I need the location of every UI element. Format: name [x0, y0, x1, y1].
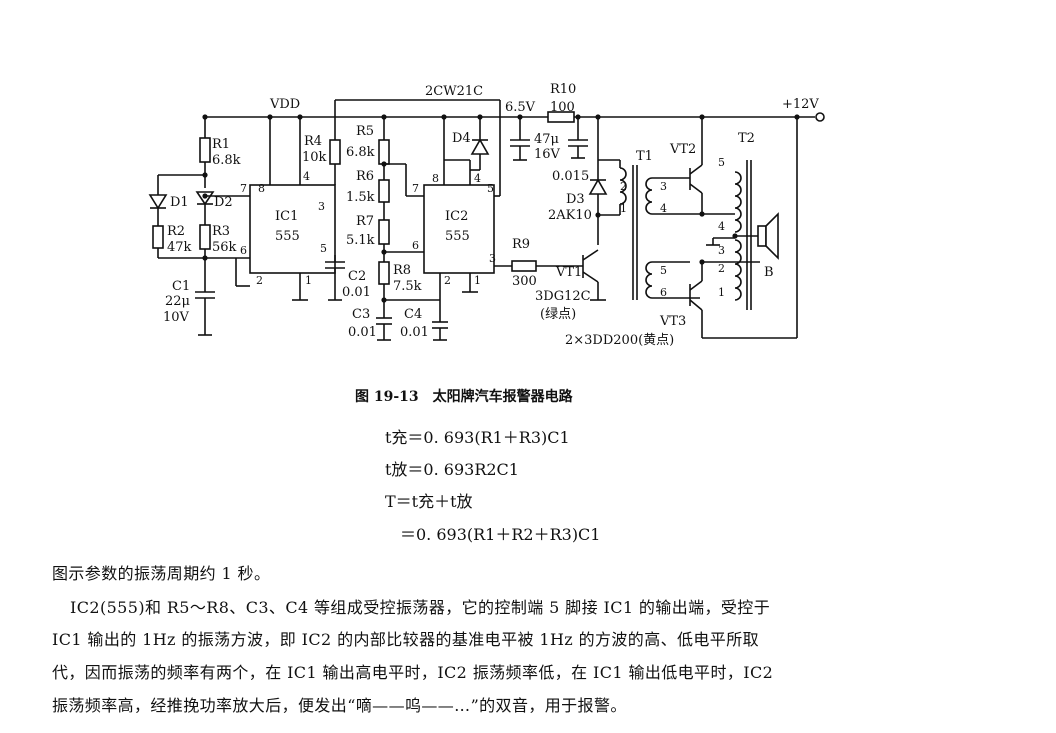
supply-label: +12V — [782, 97, 819, 112]
r1-value: 6.8k — [212, 153, 241, 168]
paragraph-line: 图示参数的振荡周期约 1 秒。 — [52, 564, 271, 583]
ic1-pin-5: 5 — [320, 242, 327, 255]
ic2-pin-7: 7 — [412, 182, 419, 195]
t2-label: T2 — [738, 131, 755, 146]
t1-pin-5: 5 — [660, 264, 667, 277]
t2-pin-1: 1 — [718, 286, 725, 299]
formula-period: T＝t充＋t放 — [385, 492, 473, 511]
c2-value: 0.01 — [342, 285, 371, 300]
t1-pin-4: 4 — [660, 202, 667, 215]
r10-value: 100 — [550, 100, 575, 115]
ic2-pin-5: 5 — [487, 182, 494, 195]
ic2-name: IC2 — [445, 209, 468, 224]
r10-name: R10 — [550, 82, 576, 97]
v65-label: 6.5V — [505, 100, 536, 115]
formula-discharge: t放＝0. 693R2C1 — [385, 460, 519, 479]
r6-value: 1.5k — [346, 190, 375, 205]
r8-value: 7.5k — [393, 279, 422, 294]
r2-name: R2 — [167, 224, 185, 239]
r4-value: 10k — [302, 150, 327, 165]
r6-name: R6 — [356, 169, 374, 184]
t2-pin-2: 2 — [718, 262, 725, 275]
ic2-pin-6: 6 — [412, 239, 419, 252]
vt2-label: VT2 — [669, 142, 696, 157]
speaker-label: B — [764, 265, 774, 280]
formula-charge: t充＝0. 693(R1＋R3)C1 — [385, 428, 570, 447]
vt1-name: VT1 — [555, 265, 582, 280]
d3-name: D3 — [566, 192, 585, 207]
c2-name: C2 — [348, 269, 366, 284]
c4-value: 0.01 — [400, 325, 429, 340]
ic2-pin-8: 8 — [432, 172, 439, 185]
c3-value: 0.01 — [348, 325, 377, 340]
paragraph-line: IC1 输出的 1Hz 的振荡方波，即 IC2 的内部比较器的基准电平被 1Hz… — [52, 630, 760, 649]
ic2-pin-1: 1 — [474, 274, 481, 287]
ic1-name: IC1 — [275, 209, 298, 224]
t1-pin-3: 3 — [660, 180, 667, 193]
t1-label: T1 — [636, 149, 653, 164]
r1-name: R1 — [212, 137, 230, 152]
r4-name: R4 — [304, 134, 322, 149]
ic1-pin-8: 8 — [258, 182, 265, 195]
r3-name: R3 — [212, 224, 230, 239]
vt3-label: VT3 — [659, 314, 686, 329]
zener-label: 2CW21C — [425, 84, 483, 99]
t1-pin-1: 1 — [620, 202, 627, 215]
ic2-pin-2: 2 — [444, 274, 451, 287]
ic1-type: 555 — [275, 229, 300, 244]
t2-pin-4: 4 — [718, 220, 725, 233]
r3-value: 56k — [212, 240, 237, 255]
r8-name: R8 — [393, 263, 411, 278]
ic1-pin-2: 2 — [256, 274, 263, 287]
ic1-pin-7: 7 — [240, 182, 247, 195]
r9-name: R9 — [512, 237, 530, 252]
c1-value: 22μ — [165, 294, 190, 309]
c1-name: C1 — [172, 279, 190, 294]
ic1-pin-3: 3 — [318, 200, 325, 213]
c1-voltage: 10V — [163, 310, 190, 325]
d1-label: D1 — [170, 195, 189, 210]
t2-pin-3: 3 — [718, 244, 725, 257]
vt1-type: 3DG12C — [535, 289, 591, 304]
d2-label: D2 — [214, 195, 233, 210]
ic2-pin-4: 4 — [474, 172, 481, 185]
ic1-pin-6: 6 — [240, 244, 247, 257]
ic2-type: 555 — [445, 229, 470, 244]
t1-pin-6: 6 — [660, 286, 667, 299]
c47-voltage: 16V — [534, 147, 561, 162]
c3-name: C3 — [352, 307, 370, 322]
vt1-note: (绿点) — [540, 307, 576, 322]
ic1-pin-1: 1 — [305, 274, 312, 287]
d3-type: 2AK10 — [548, 208, 592, 223]
t1-pin-2: 2 — [620, 180, 627, 193]
c4-name: C4 — [404, 307, 422, 322]
r7-name: R7 — [356, 214, 374, 229]
r2-value: 47k — [167, 240, 192, 255]
c015-value: 0.015 — [552, 169, 589, 184]
ic1-pin-4: 4 — [303, 170, 310, 183]
ic2-pin-3: 3 — [489, 252, 496, 265]
r5-value: 6.8k — [346, 145, 375, 160]
t2-pin-5: 5 — [718, 156, 725, 169]
r5-name: R5 — [356, 124, 374, 139]
vt23-label: 2×3DD200(黄点) — [565, 333, 674, 348]
figure-caption: 图 19-13 太阳牌汽车报警器电路 — [355, 389, 573, 405]
formula-period-expanded: ＝0. 693(R1＋R2＋R3)C1 — [400, 525, 601, 544]
d4-label: D4 — [452, 131, 471, 146]
paragraph-line: 代，因而振荡的频率有两个，在 IC1 输出高电平时，IC2 振荡频率低，在 IC… — [52, 663, 774, 682]
paragraph-line: IC2(555)和 R5～R8、C3、C4 等组成受控振荡器，它的控制端 5 脚… — [70, 598, 771, 617]
c47-value: 47μ — [534, 132, 559, 147]
r9-value: 300 — [512, 274, 537, 289]
r7-value: 5.1k — [346, 233, 375, 248]
circuit-schematic: VDD +12V 2CW21C 6.5V R10 100 47μ 16V 0.0… — [148, 82, 825, 348]
vdd-label: VDD — [269, 97, 300, 112]
paragraph-line: 振荡频率高，经推挽功率放大后，便发出“嘀——呜——…”的双音，用于报警。 — [52, 696, 627, 715]
